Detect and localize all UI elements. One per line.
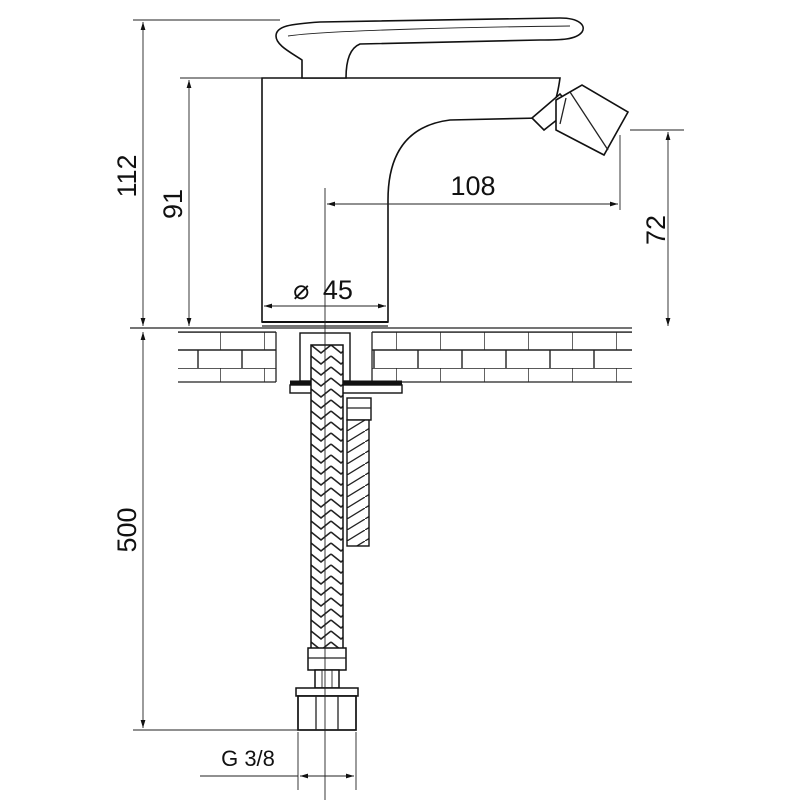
handle-lever [275,17,584,79]
spray-nozzle [530,84,630,157]
dim-hose-length-label: 500 [112,507,142,552]
countertop [130,327,632,384]
dim-spout-reach-label: 108 [450,171,495,201]
dim-spout-height-label: 72 [641,215,671,245]
dim-spout-height: 72 [630,129,684,326]
dim-base-diameter-label: ⌀ 45 [293,275,353,305]
diameter-symbol: ⌀ [293,275,309,305]
dim-connection-thread-label: G 3/8 [221,746,275,771]
dim-body-height-label: 91 [158,189,188,219]
dim-base-diameter: ⌀ 45 [264,275,386,309]
dim-total-height: 112 [112,19,280,326]
dim-body-height: 91 [158,77,262,326]
dim-hose-length: 500 [112,332,300,731]
diameter-value: 45 [323,275,353,305]
flexible-hose [295,344,359,731]
dim-connection-thread: G 3/8 [200,732,357,790]
dim-total-height-label: 112 [112,154,142,197]
dim-spout-reach: 108 [324,135,621,800]
